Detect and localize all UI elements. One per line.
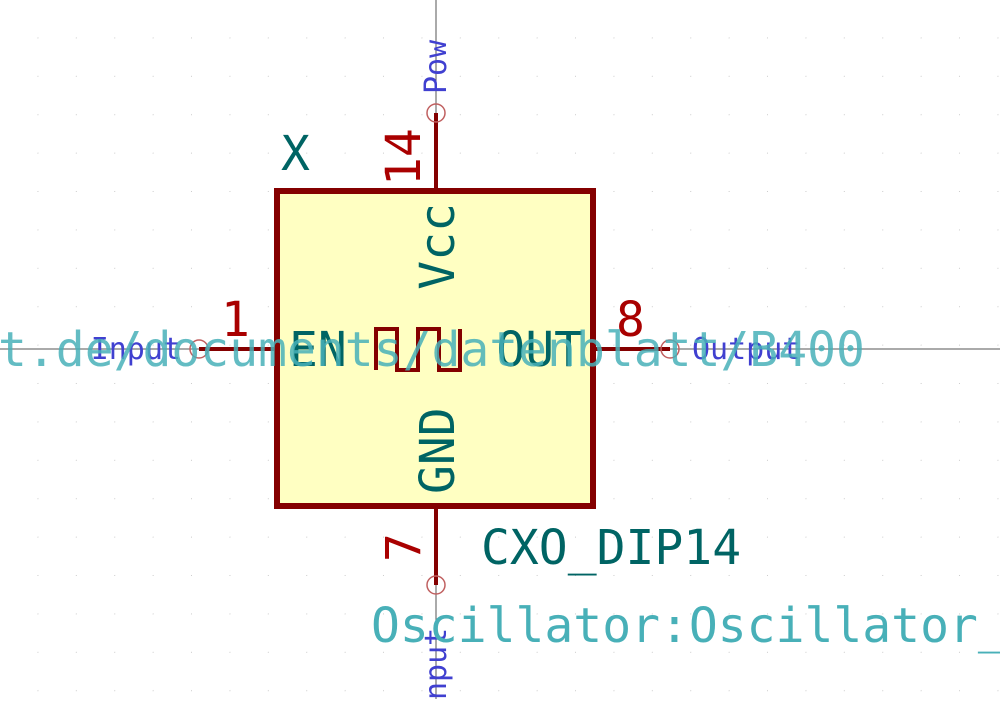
pin-gnd-number: 7 (376, 533, 432, 562)
value-field[interactable]: CXO_DIP14 (481, 520, 741, 576)
pin-vcc-type-label: Pow (419, 39, 454, 94)
pin-gnd-endpoint (426, 575, 446, 595)
pin-vcc-endpoint (426, 103, 446, 123)
pin-en-endpoint (189, 339, 209, 359)
reference-field[interactable]: X (281, 126, 310, 182)
pin-out-number: 8 (616, 292, 645, 348)
pin-out-name: OUT (496, 322, 583, 378)
pin-out-endpoint (660, 339, 680, 359)
pin-en-name: EN (289, 322, 347, 378)
pin-gnd-type-label: nput (419, 628, 454, 699)
pin-gnd[interactable] (426, 506, 446, 595)
pin-en[interactable] (189, 339, 277, 359)
pin-vcc-number: 14 (376, 128, 432, 186)
component-body[interactable] (274, 188, 596, 509)
pin-out[interactable] (593, 339, 680, 359)
square-wave-icon (374, 327, 462, 372)
pin-vcc[interactable] (426, 103, 446, 191)
datasheet-field[interactable]: t.de/documents/datenblatt/B400 (0, 322, 865, 378)
pin-out-type-label: Output (692, 332, 800, 367)
pin-en-type-label: Input (91, 332, 181, 367)
pin-vcc-name: Vcc (410, 203, 466, 290)
footprint-field[interactable]: Oscillator:Oscillator_I (371, 598, 1000, 654)
pin-en-number: 1 (221, 292, 250, 348)
pin-gnd-name: GND (410, 407, 466, 494)
